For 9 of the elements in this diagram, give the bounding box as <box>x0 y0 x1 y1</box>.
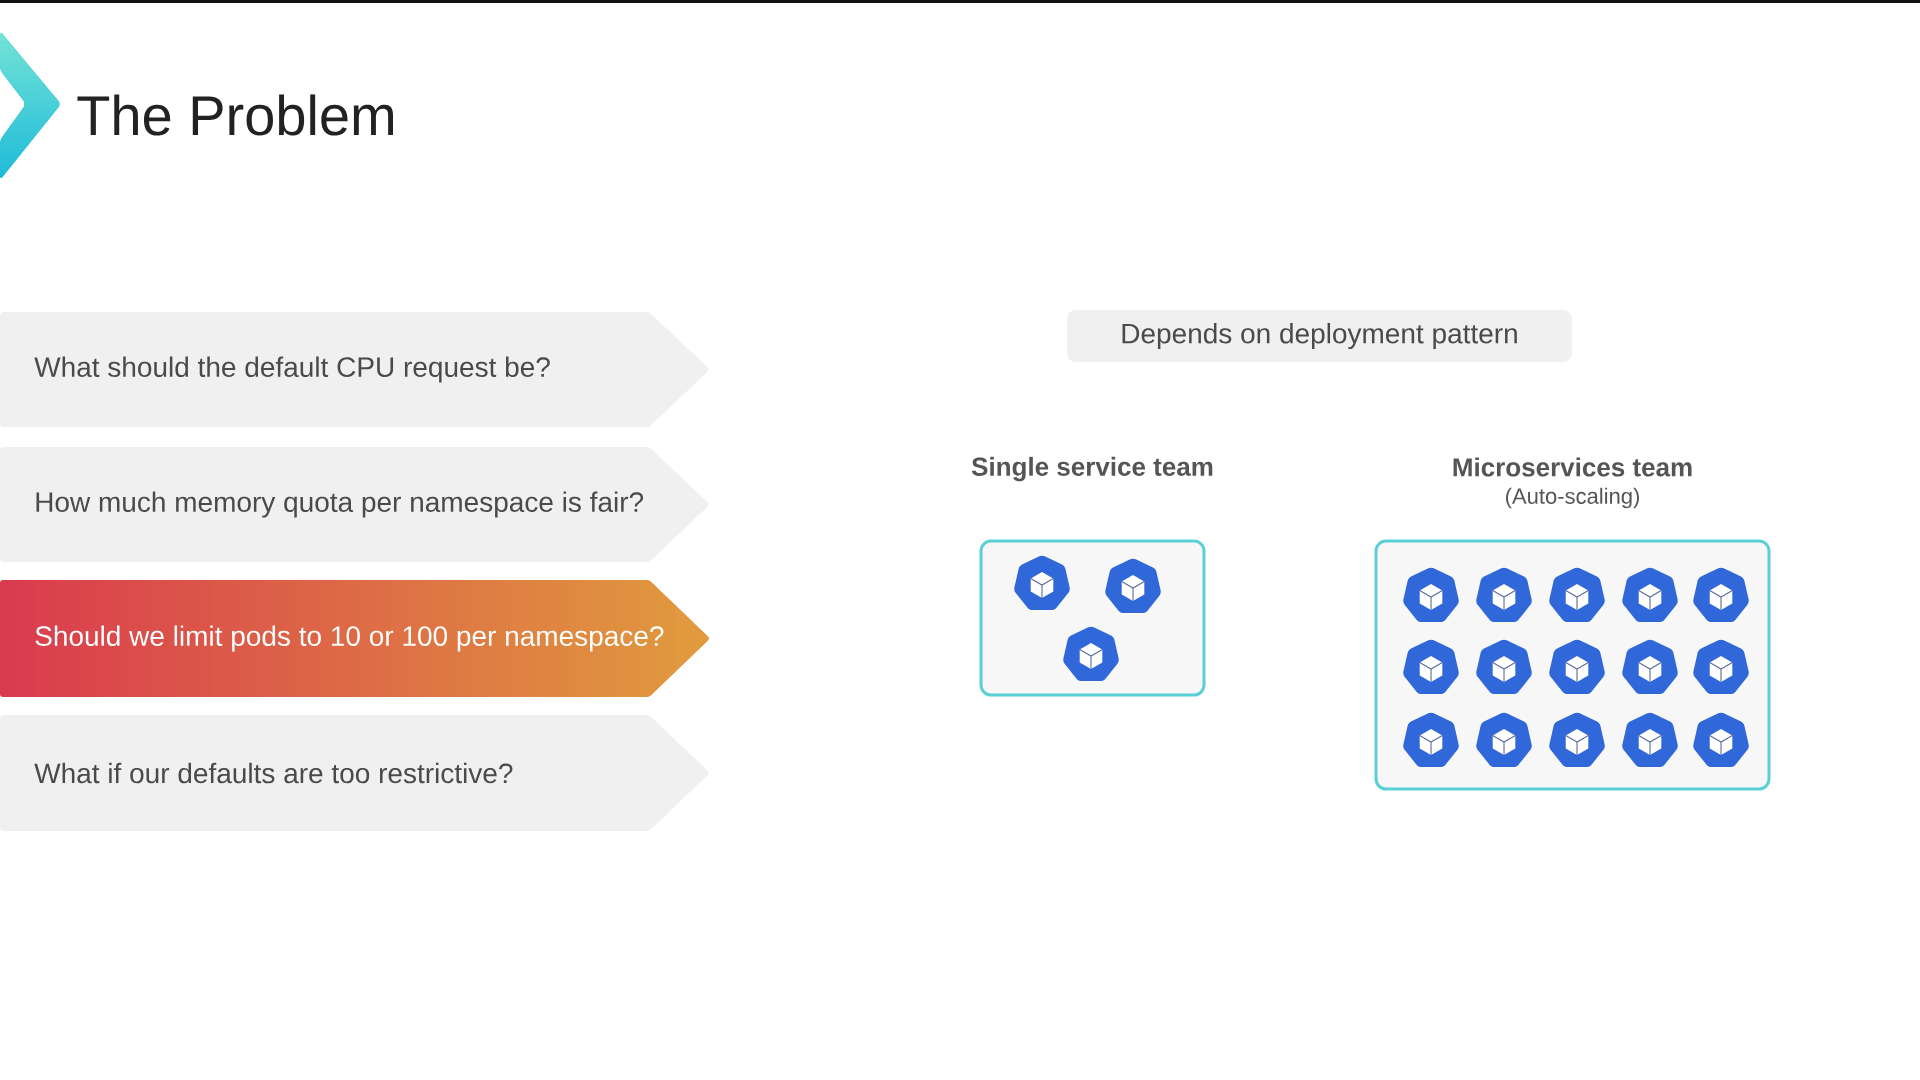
question-band: What should the default CPU request be? <box>0 312 709 427</box>
group-heading: Microservices team <box>1453 457 1692 477</box>
question-band: How much memory quota per namespace is fair? <box>0 447 709 562</box>
group-heading: Single service team <box>971 456 1213 482</box>
question-band: Should we limit pods to 10 or 100 per namespace? <box>0 580 709 697</box>
question-band: What if our defaults are too restrictive? <box>0 715 709 831</box>
note-box: Depends on deployment pattern <box>1067 310 1572 362</box>
group-subheading: (Auto-scaling) <box>1506 487 1639 509</box>
slide-title: The Problem <box>77 94 393 136</box>
